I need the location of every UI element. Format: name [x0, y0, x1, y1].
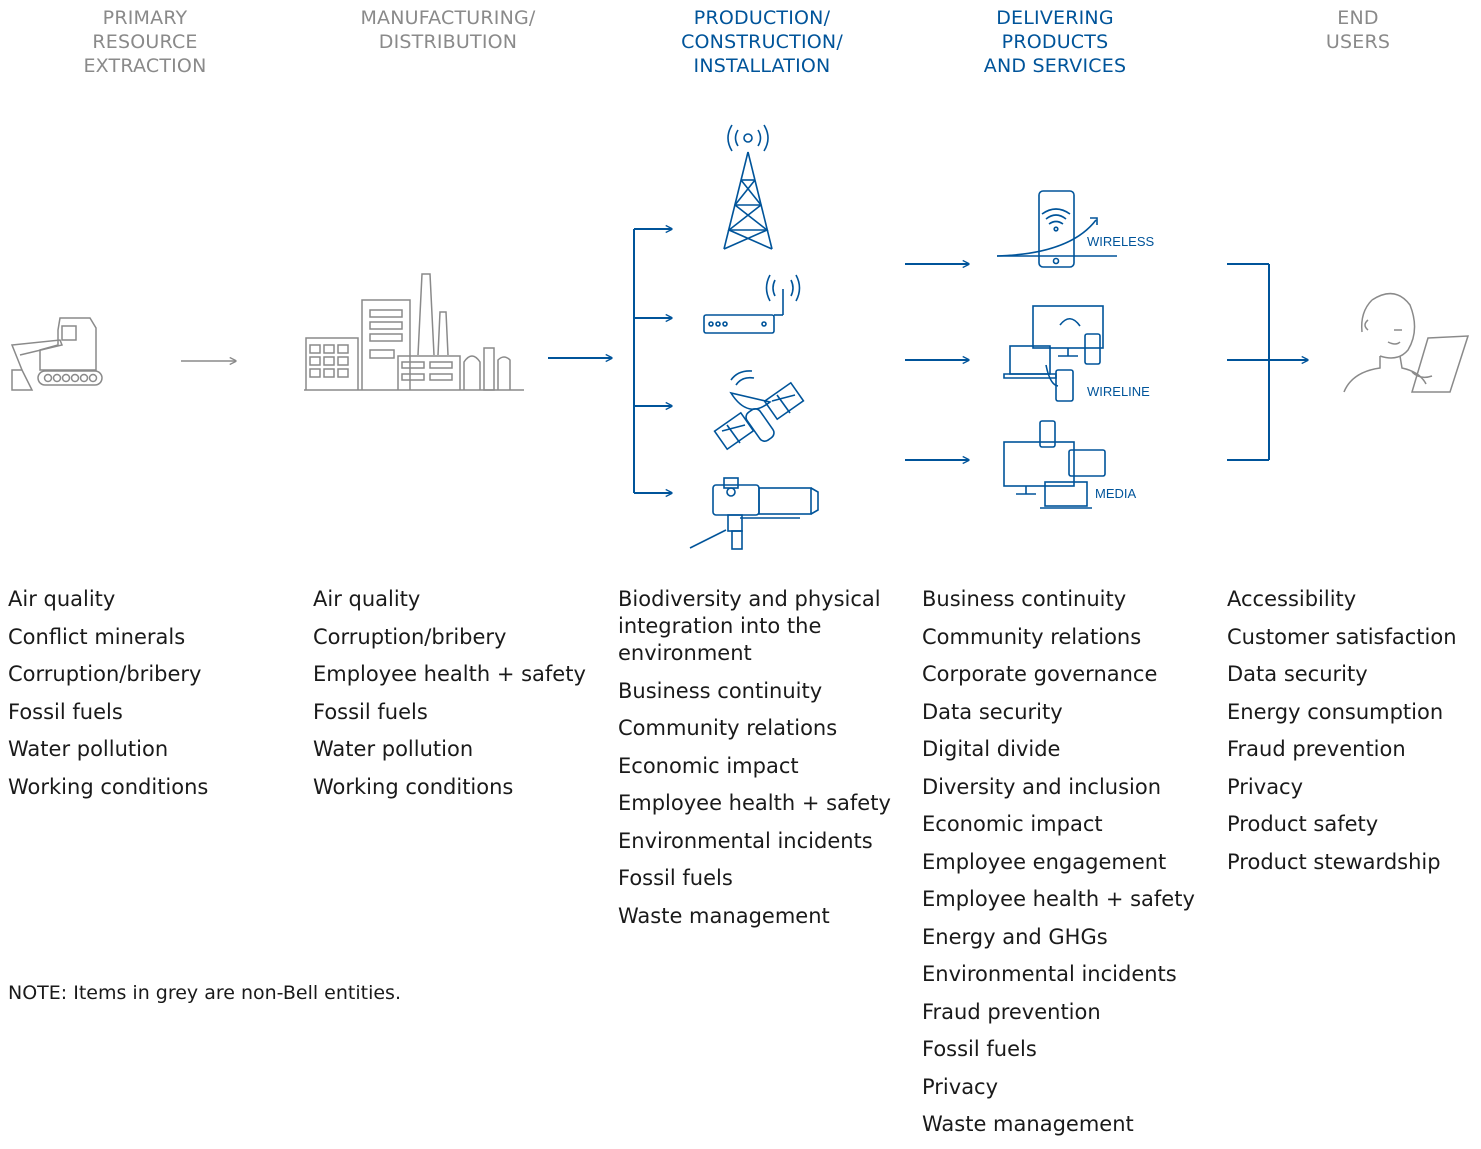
list-item: Corruption/bribery	[313, 624, 507, 649]
list-item: Data security	[922, 699, 1063, 724]
devices-icon	[1003, 305, 1104, 402]
media-label: MEDIA	[1095, 486, 1137, 501]
production-bracket	[633, 229, 672, 493]
list-item: Employee engagement	[922, 849, 1167, 874]
list-item: Water pollution	[8, 737, 169, 761]
list-item: Waste management	[618, 903, 830, 928]
list-item: Fraud prevention	[922, 999, 1101, 1024]
issues-delivering-products-services: Business continuity Community relations …	[922, 586, 1212, 1149]
list-item: Fossil fuels	[313, 699, 428, 724]
list-item: Environmental incidents	[922, 962, 1177, 986]
list-item: Business continuity	[618, 678, 823, 703]
wireless-label: WIRELESS	[1087, 234, 1155, 249]
list-item: Economic impact	[922, 812, 1103, 836]
issues-primary-resource-extraction: Air quality Conflict minerals Corruption…	[8, 586, 298, 811]
satellite-icon	[713, 370, 805, 451]
camera-icon	[689, 477, 819, 550]
list-item: Air quality	[313, 587, 421, 611]
list-item: Accessibility	[1227, 587, 1357, 611]
list-item: Conflict minerals	[8, 624, 186, 649]
list-item: Energy consumption	[1227, 699, 1444, 724]
router-icon	[703, 274, 801, 334]
issues-production-construction-installation: Biodiversity and physical integration in…	[618, 586, 908, 940]
list-item: Water pollution	[313, 737, 474, 761]
issues-end-users: Accessibility Customer satisfaction Data…	[1227, 586, 1477, 886]
stage-title-delivering-products-services: DELIVERING PRODUCTS AND SERVICES	[983, 7, 1127, 77]
list-item: Product stewardship	[1227, 849, 1441, 874]
list-item: Product safety	[1227, 812, 1379, 836]
list-item: Privacy	[922, 1074, 999, 1099]
list-item: Privacy	[1227, 774, 1304, 799]
list-item: Community relations	[618, 716, 838, 740]
list-item: Digital divide	[922, 737, 1061, 761]
list-item: Working conditions	[8, 774, 209, 799]
list-item: Environmental incidents	[618, 828, 873, 853]
list-item: Employee health + safety	[618, 791, 891, 815]
footnote: NOTE: Items in grey are non-Bell entitie…	[8, 982, 401, 1004]
list-item: Fossil fuels	[618, 866, 733, 890]
list-item: Corruption/bribery	[8, 662, 202, 686]
list-item: Employee health + safety	[922, 887, 1195, 911]
list-item: Corporate governance	[922, 662, 1158, 686]
list-item: Business continuity	[922, 587, 1127, 611]
screens-icon	[1003, 420, 1106, 509]
factory-icon	[304, 273, 524, 391]
cell-tower-icon	[723, 124, 773, 250]
delivery-arrows	[905, 264, 969, 460]
stage-title-primary-resource-extraction: PRIMARY RESOURCE EXTRACTION	[83, 7, 207, 77]
list-item: Customer satisfaction	[1227, 624, 1457, 649]
issues-manufacturing-distribution: Air quality Corruption/bribery Employee …	[313, 586, 603, 811]
stage-title-production-construction-installation: PRODUCTION/ CONSTRUCTION/ INSTALLATION	[681, 7, 843, 77]
list-item: Working conditions	[313, 774, 514, 799]
list-item: Energy and GHGs	[922, 924, 1108, 949]
smartphone-growth-icon	[996, 190, 1117, 268]
list-item: Data security	[1227, 662, 1368, 686]
value-chain-diagram: WIRELESS WIRELINE MEDIA	[10, 124, 1470, 550]
excavator-icon	[10, 317, 103, 391]
stage-title-end-users: END USERS	[1325, 7, 1391, 53]
list-item: Employee health + safety	[313, 662, 586, 686]
user-tablet-icon	[1343, 292, 1470, 393]
stage-title-manufacturing-distribution: MANUFACTURING/ DISTRIBUTION	[360, 7, 536, 53]
list-item: Diversity and inclusion	[922, 774, 1162, 799]
list-item: Air quality	[8, 587, 116, 611]
wireline-label: WIRELINE	[1087, 384, 1150, 399]
list-item: Economic impact	[618, 753, 799, 778]
list-item: Fossil fuels	[922, 1037, 1037, 1061]
list-item: Fraud prevention	[1227, 737, 1406, 761]
end-user-bracket	[1227, 263, 1308, 461]
list-item: Waste management	[922, 1112, 1134, 1136]
list-item: Biodiversity and physical integration in…	[618, 587, 881, 665]
list-item: Fossil fuels	[8, 699, 123, 724]
list-item: Community relations	[922, 624, 1142, 649]
